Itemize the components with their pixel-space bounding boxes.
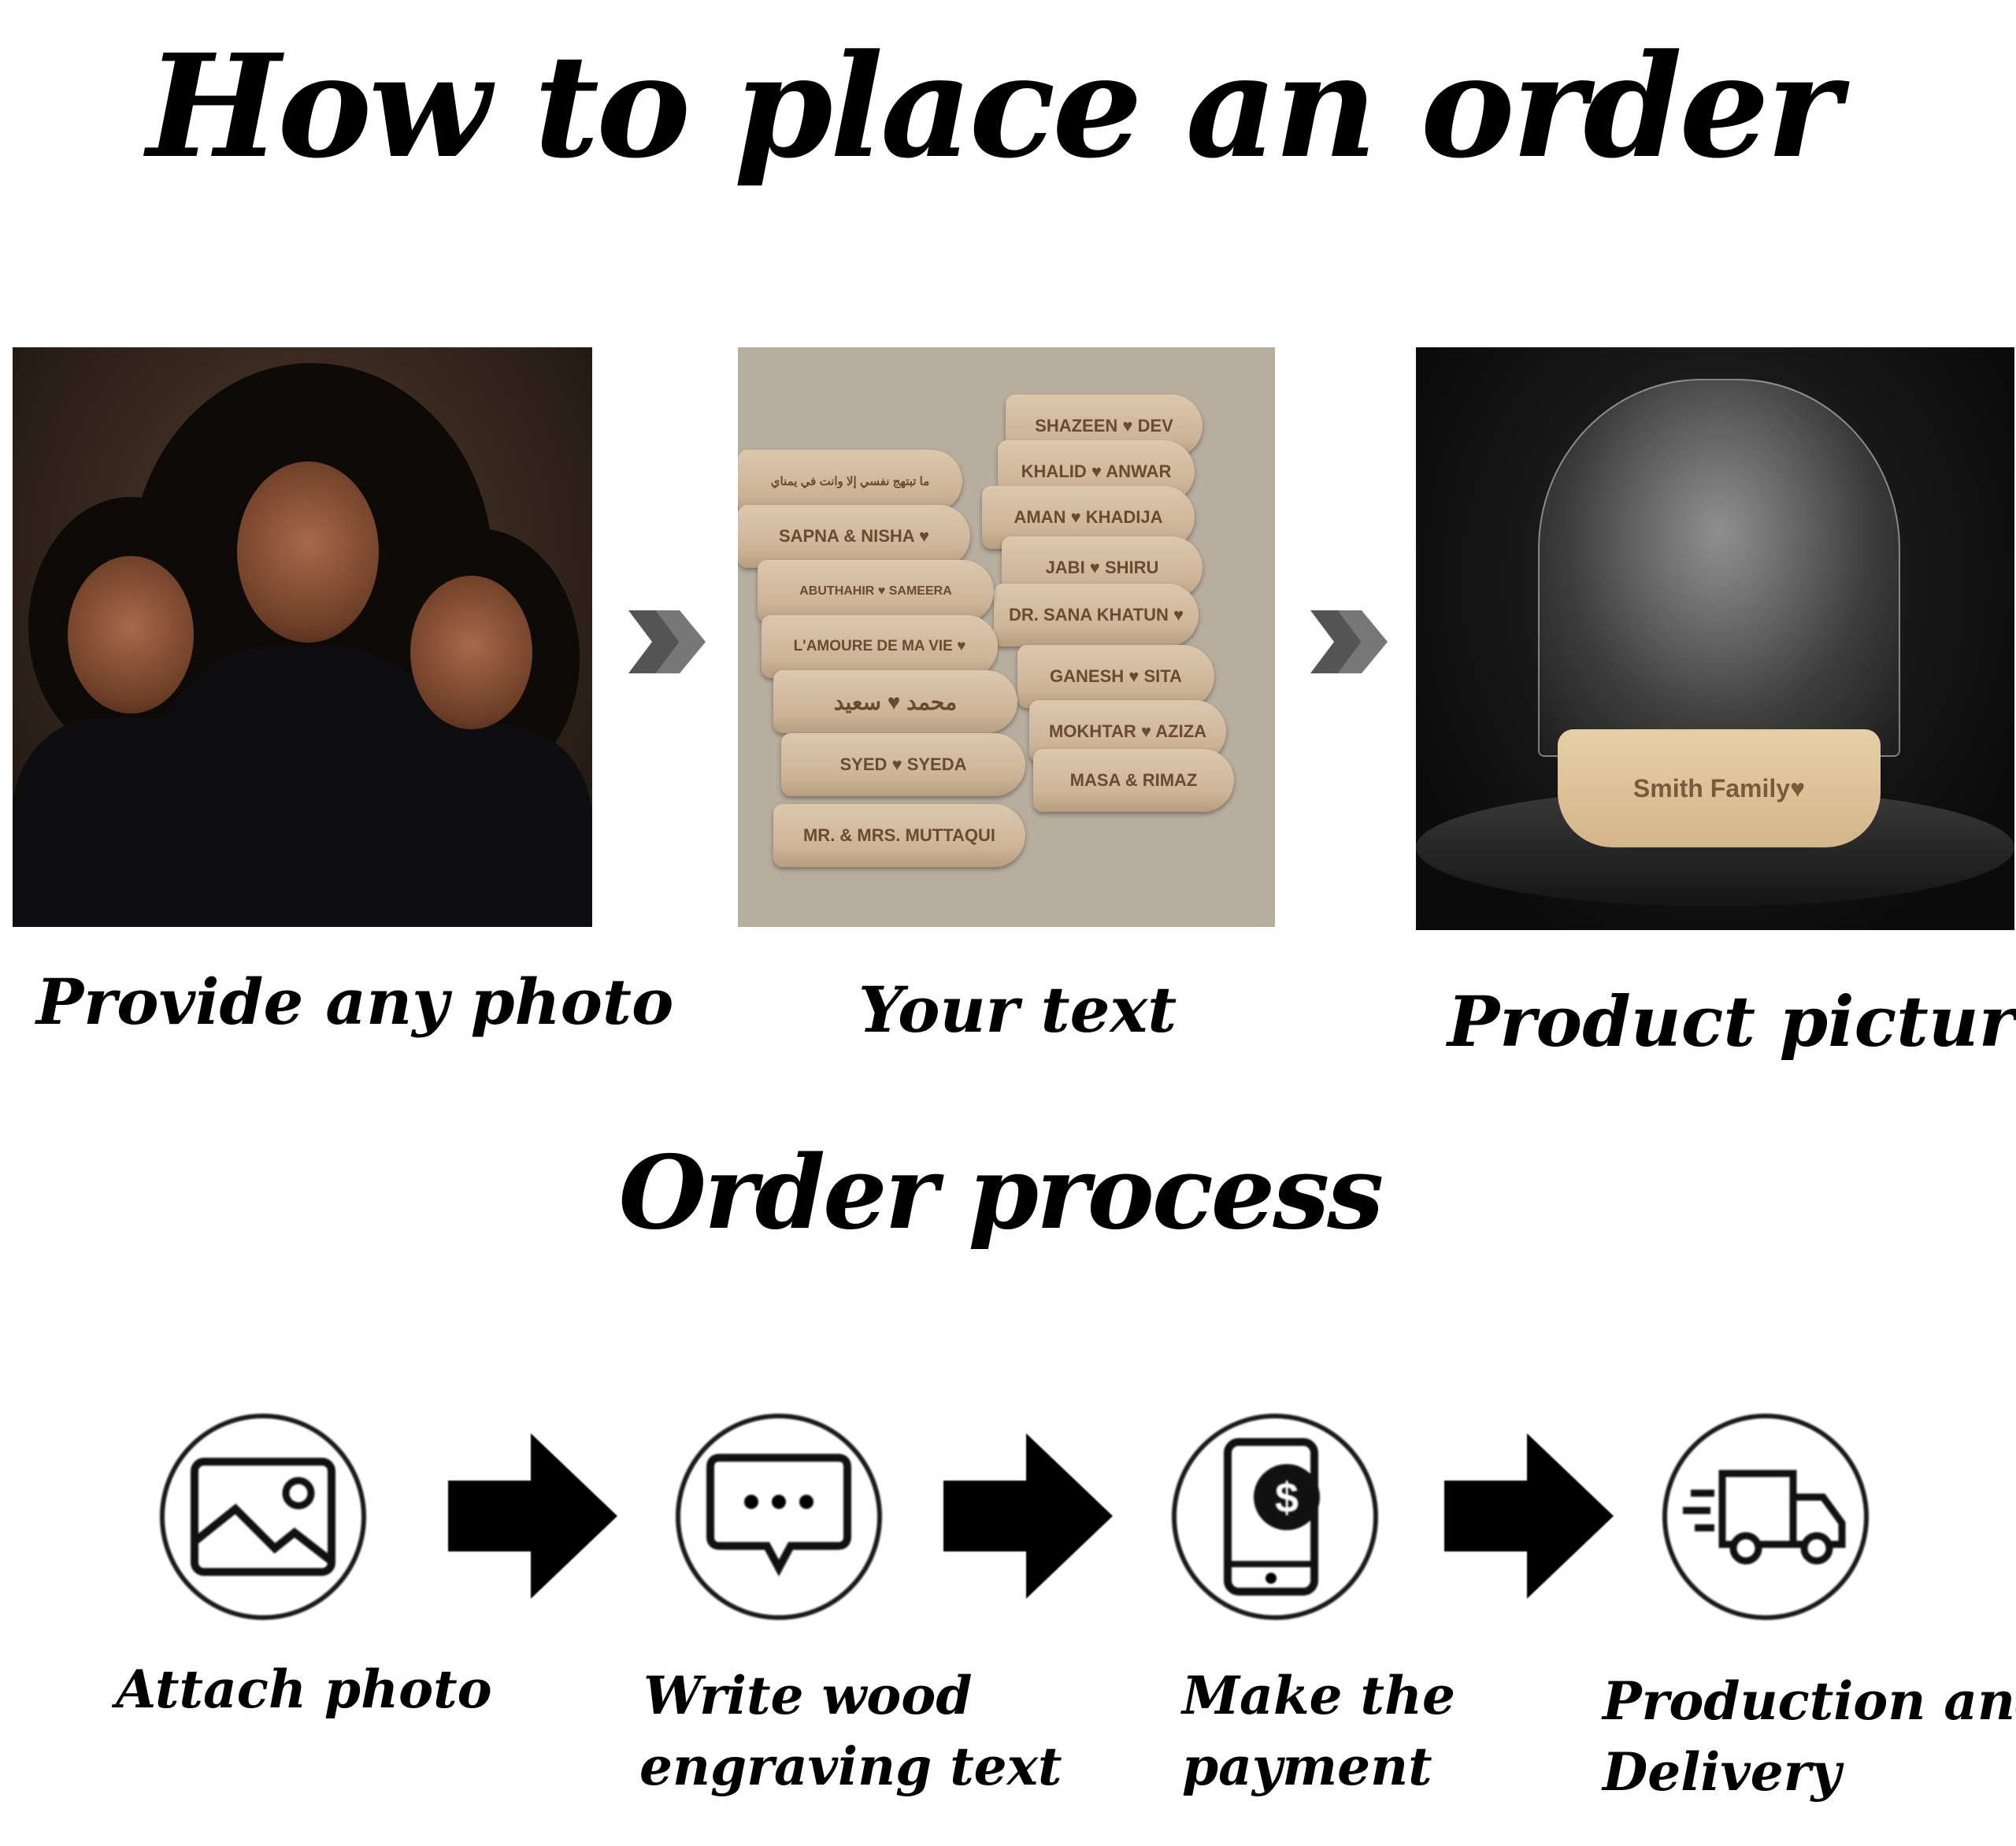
product-photo: Smith Family♥ [1416, 347, 2014, 930]
customer-photo [13, 347, 592, 927]
wood-base: Smith Family♥ [1558, 729, 1881, 847]
step-label-attach-photo: Attach photo [116, 1659, 492, 1720]
caption-product-picture: Product picture [1447, 980, 2016, 1062]
step-label-write-text: Write wood [643, 1665, 973, 1726]
engraving-samples-photo: SHAZEEN ♥ DEV KHALID ♥ ANWAR AMAN ♥ KHAD… [738, 347, 1275, 927]
wood-base: GANESH ♥ SITA [1017, 645, 1214, 708]
wood-base: L'AMOURE DE MA VIE ♥ [762, 615, 998, 678]
chat-bubble-icon [676, 1414, 882, 1620]
acrylic-engraving [1538, 379, 1900, 757]
chevron-right-icon [1310, 610, 1388, 673]
wood-base: SYED ♥ SYEDA [781, 733, 1025, 796]
step-label-payment: Make the [1182, 1665, 1455, 1726]
wood-base: DR. SANA KHATUN ♥ [994, 584, 1199, 647]
wood-base: ما تبتهج نفسي إلا وانت في يمناي [738, 450, 962, 513]
phone-payment-icon: $ [1172, 1414, 1378, 1620]
step-label-write-text-2: engraving text [639, 1736, 1062, 1797]
wood-base: محمد ♥ سعيد [773, 670, 1017, 733]
wood-base: SAPNA & NISHA ♥ [738, 505, 970, 568]
image-icon [160, 1414, 366, 1620]
step-label-delivery: Production and [1603, 1670, 2016, 1732]
caption-your-text: Your text [858, 973, 1177, 1047]
arrow-right-icon [943, 1433, 1113, 1599]
page-title: How to place an order [146, 24, 1841, 190]
chevron-right-icon [628, 610, 706, 673]
arrow-right-icon [1444, 1433, 1614, 1599]
wood-base: MASA & RIMAZ [1033, 749, 1234, 812]
wood-base: ABUTHAHIR ♥ SAMEERA [758, 560, 994, 623]
delivery-truck-icon [1662, 1414, 1869, 1620]
step-label-delivery-2: Delivery [1603, 1741, 1841, 1803]
arrow-right-icon [448, 1433, 617, 1599]
section-title: Order process [618, 1134, 1384, 1252]
step-label-payment-2: payment [1182, 1736, 1432, 1797]
svg-text:$: $ [1275, 1474, 1299, 1522]
caption-provide-photo: Provide any photo [36, 965, 674, 1039]
wood-base: MR. & MRS. MUTTAQUI [773, 804, 1025, 867]
